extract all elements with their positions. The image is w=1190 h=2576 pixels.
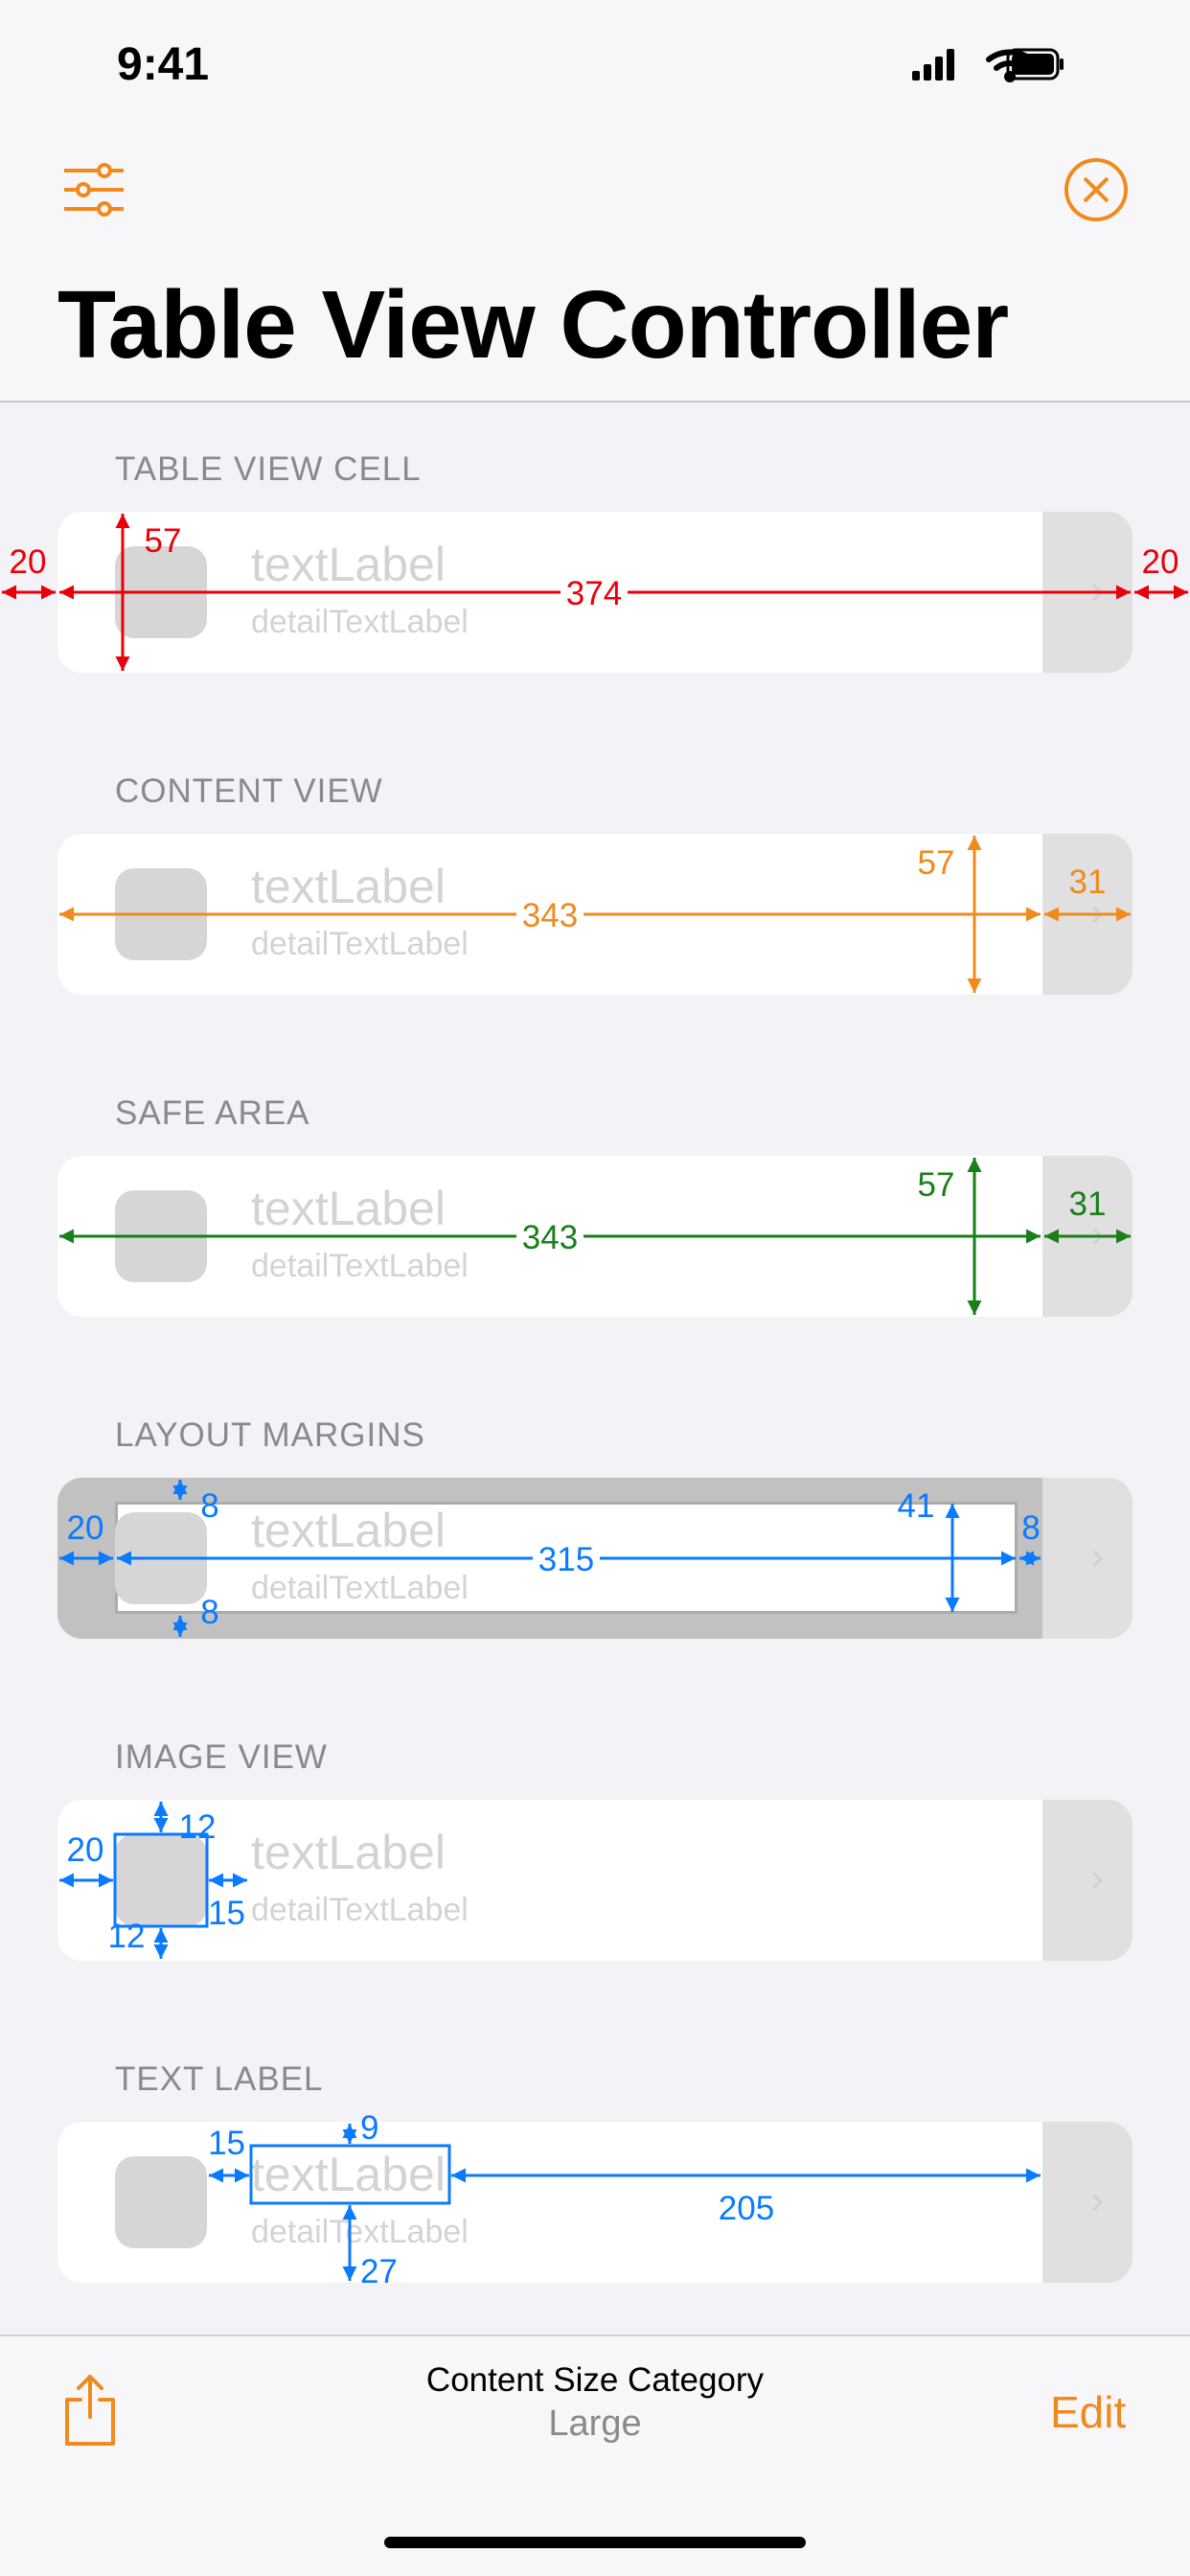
cell-image	[115, 1512, 207, 1604]
chevron-right-icon: ›	[1090, 1213, 1104, 1255]
table-cell-table-view-cell[interactable]: textLabel detailTextLabel ›	[57, 512, 1133, 673]
measure-right: 20	[1142, 543, 1179, 581]
measure-left: 20	[10, 543, 47, 581]
accessory-area: ›	[1042, 2122, 1133, 2283]
text-label: textLabel	[251, 538, 446, 591]
page-title: Table View Controller	[57, 271, 1009, 379]
cell-image	[115, 2156, 207, 2248]
status-time: 9:41	[117, 39, 210, 90]
section-header: TEXT LABEL	[115, 2060, 324, 2098]
cell-image	[115, 546, 207, 638]
section-header: SAFE AREA	[115, 1094, 310, 1132]
text-label: textLabel	[251, 1826, 446, 1879]
section-header: IMAGE VIEW	[115, 1738, 328, 1776]
chevron-right-icon: ›	[1090, 2179, 1104, 2221]
battery-icon	[1006, 48, 1064, 80]
detail-text-label: detailTextLabel	[251, 2214, 469, 2250]
table-cell-content-view[interactable]: textLabel detailTextLabel ›	[57, 834, 1133, 995]
text-label: textLabel	[251, 2148, 446, 2201]
accessory-area: ›	[1042, 1800, 1133, 1961]
detail-text-label: detailTextLabel	[251, 604, 469, 640]
accessory-area: ›	[1042, 1156, 1133, 1317]
content-size-category-value[interactable]: Large	[548, 2404, 642, 2444]
detail-text-label: detailTextLabel	[251, 1892, 469, 1928]
navigation-bar	[0, 0, 1190, 402]
table-cell-image-view[interactable]: textLabel detailTextLabel ›	[57, 1800, 1133, 1961]
sliders-icon[interactable]	[62, 163, 126, 217]
detail-text-label: detailTextLabel	[251, 1248, 469, 1284]
section-header: LAYOUT MARGINS	[115, 1416, 425, 1454]
detail-text-label: detailTextLabel	[251, 1570, 469, 1606]
status-icons	[912, 48, 1064, 82]
home-indicator	[384, 2537, 806, 2548]
chevron-right-icon: ›	[1090, 1857, 1104, 1899]
close-circle-icon[interactable]	[1064, 157, 1129, 222]
accessory-area: ›	[1042, 512, 1133, 673]
share-icon[interactable]	[61, 2373, 119, 2450]
table-cell-layout-margins[interactable]: textLabel detailTextLabel ›	[57, 1478, 1133, 1639]
bottom-toolbar	[0, 2334, 1190, 2576]
cell-image	[115, 1834, 207, 1926]
chevron-right-icon: ›	[1090, 1535, 1104, 1577]
chevron-right-icon: ›	[1090, 569, 1104, 611]
cell-image	[115, 868, 207, 960]
signal-icon	[912, 49, 954, 80]
cell-image	[115, 1190, 207, 1282]
edit-button[interactable]: Edit	[1050, 2387, 1127, 2437]
text-label: textLabel	[251, 1504, 446, 1557]
accessory-area: ›	[1042, 834, 1133, 995]
accessory-area: ›	[1042, 1478, 1133, 1639]
text-label: textLabel	[251, 860, 446, 913]
section-header: CONTENT VIEW	[115, 772, 383, 810]
text-label: textLabel	[251, 1182, 446, 1235]
content-size-category-label[interactable]: Content Size Category	[425, 2361, 765, 2399]
table-cell-safe-area[interactable]: textLabel detailTextLabel ›	[57, 1156, 1133, 1317]
table-cell-text-label[interactable]: textLabel detailTextLabel ›	[57, 2122, 1133, 2283]
detail-text-label: detailTextLabel	[251, 926, 469, 962]
section-header: TABLE VIEW CELL	[115, 450, 422, 488]
chevron-right-icon: ›	[1090, 891, 1104, 933]
